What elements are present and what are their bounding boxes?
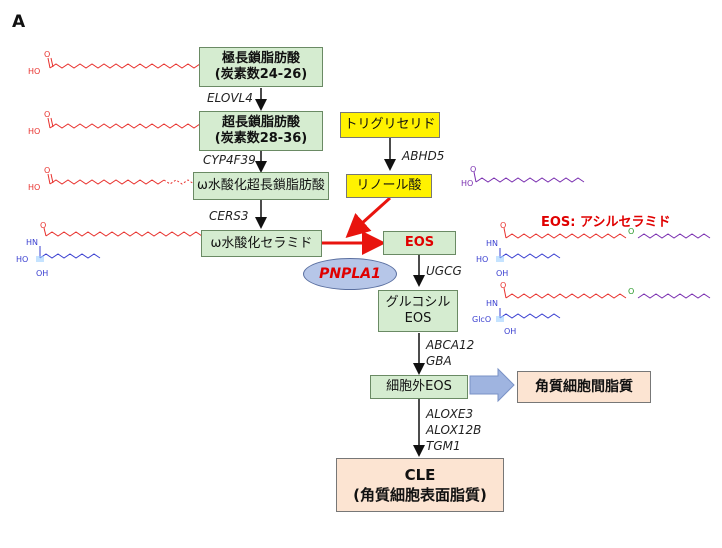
oxygen-label: O	[44, 166, 50, 175]
hn-label: HN	[26, 238, 38, 247]
box-omega-fa: ω水酸化超長鎖脂肪酸	[193, 172, 329, 200]
structure-glucosyl-eos: HN O O GlcO OH	[472, 281, 711, 336]
enzyme-abca12-gba: ABCA12 GBA	[426, 338, 475, 368]
enzyme-abhd5: ABHD5	[402, 149, 445, 163]
hn-label: HN	[486, 239, 498, 248]
oxygen-label: O	[44, 110, 50, 119]
box-omega-ceramide: ω水酸化セラミド	[201, 230, 322, 257]
box-ulcfa: 超長鎖脂肪酸 (炭素数28-36)	[199, 111, 323, 151]
box-cle: CLE (角質細胞表面脂質)	[336, 458, 504, 512]
oh-label: OH	[36, 269, 48, 278]
oh-label: OH	[504, 327, 516, 336]
ester-oxygen-label: O	[628, 287, 634, 296]
ho-label: HO	[28, 67, 40, 76]
enzyme-ugcg: UGCG	[426, 264, 462, 278]
enzyme-elovl4: ELOVL4	[207, 91, 253, 105]
ho-label: HO	[461, 179, 473, 188]
oxygen-label: O	[500, 221, 506, 230]
enzyme-cers3: CERS3	[209, 209, 249, 223]
enzyme-cyp4f39: CYP4F39	[203, 153, 256, 167]
box-eos: EOS	[383, 231, 456, 255]
ho-label: HO	[476, 255, 488, 264]
oxygen-label: O	[44, 50, 50, 59]
oh-label: OH	[496, 269, 508, 278]
flow-arrows	[255, 88, 515, 457]
glco-label: GlcO	[472, 315, 491, 324]
box-triglyceride: トリグリセリド	[340, 112, 440, 138]
ester-oxygen-label: O	[628, 227, 634, 236]
box-intercellular-lipid: 角質細胞間脂質	[517, 371, 651, 403]
ho-label: HO	[28, 127, 40, 136]
hn-label: HN	[486, 299, 498, 308]
ho-label: HO	[16, 255, 28, 264]
box-extracellular-eos: 細胞外EOS	[370, 375, 468, 399]
structure-eos: HN O O HO OH	[476, 221, 711, 278]
enzyme-alox-tgm1: ALOXE3 ALOX12B TGM1	[426, 407, 482, 453]
ho-label: HO	[28, 183, 40, 192]
panel-label: A	[12, 12, 26, 32]
eos-acylceramide-label: EOS: アシルセラミド	[541, 215, 671, 230]
structure-linoleic-acid: HO O	[461, 165, 585, 188]
oxygen-label: O	[500, 281, 506, 290]
box-vlcfa: 極長鎖脂肪酸 (炭素数24-26)	[199, 47, 323, 87]
oxygen-label: O	[470, 165, 476, 174]
oxygen-label: O	[40, 221, 46, 230]
box-glucosyl-eos: グルコシル EOS	[378, 290, 458, 332]
pnpla1-enzyme-ellipse: PNPLA1	[303, 258, 397, 290]
box-linoleic-acid: リノール酸	[346, 174, 432, 198]
